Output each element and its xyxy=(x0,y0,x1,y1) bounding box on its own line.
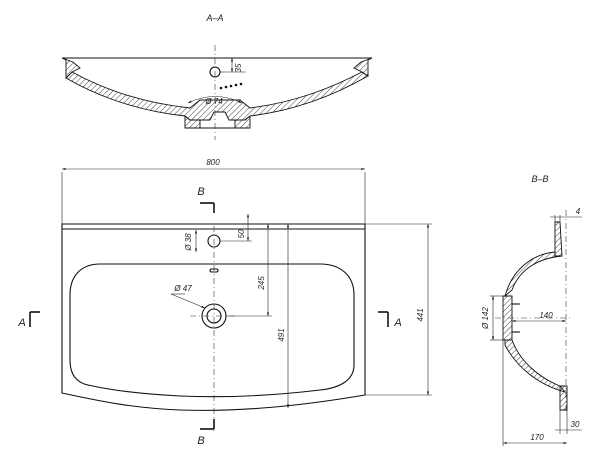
section-mark-a-right: A xyxy=(378,311,402,329)
bb-dim-4: 4 xyxy=(576,207,581,216)
bb-dim-142: Ø 142 xyxy=(481,307,490,330)
plan-dim-245: 245 xyxy=(257,276,266,291)
plan-dim-47-leader xyxy=(170,293,206,309)
svg-text:A: A xyxy=(17,317,25,329)
svg-text:B: B xyxy=(197,186,204,198)
bb-back-wall xyxy=(554,221,563,257)
section-mark-b-bottom: B xyxy=(197,419,215,447)
section-aa-title: A–A xyxy=(205,13,223,23)
section-mark-b-top: B xyxy=(197,186,215,213)
aa-dim-35: 35 xyxy=(234,63,243,72)
plan-dim-50: 50 xyxy=(237,229,246,238)
section-aa-view: A–A 35 Ø 74 xyxy=(61,13,373,140)
aa-dim-74-arc xyxy=(187,96,243,104)
bb-dim-30: 30 xyxy=(571,420,580,429)
bb-dim-170: 170 xyxy=(530,433,544,442)
plan-dim-491: 491 xyxy=(277,328,286,341)
section-mark-a-left: A xyxy=(17,311,40,329)
plan-dim-800: 800 xyxy=(206,158,220,167)
basin-inner-bowl xyxy=(69,263,355,398)
section-bb-view: B–B 4 Ø 142 140 30 xyxy=(481,174,582,446)
section-bb-title: B–B xyxy=(531,174,548,184)
svg-text:A: A xyxy=(393,317,401,329)
aa-overflow-holes xyxy=(219,82,243,90)
basin-outline xyxy=(61,223,366,411)
plan-dim-38: Ø 38 xyxy=(184,233,193,252)
plan-view: 800 Ø 38 50 245 491 441 xyxy=(17,158,432,447)
aa-drain-right xyxy=(234,115,251,129)
plan-dim-47: Ø 47 xyxy=(173,284,192,293)
bb-shell-upper xyxy=(504,251,563,298)
aa-drain-left xyxy=(184,115,201,129)
aa-bowl-shell xyxy=(65,71,369,121)
bb-shell-lower xyxy=(504,339,567,393)
aa-dim-74: Ø 74 xyxy=(204,97,223,106)
bb-dim-140: 140 xyxy=(539,311,553,320)
plan-dim-441: 441 xyxy=(416,308,425,321)
svg-text:B: B xyxy=(197,435,204,447)
